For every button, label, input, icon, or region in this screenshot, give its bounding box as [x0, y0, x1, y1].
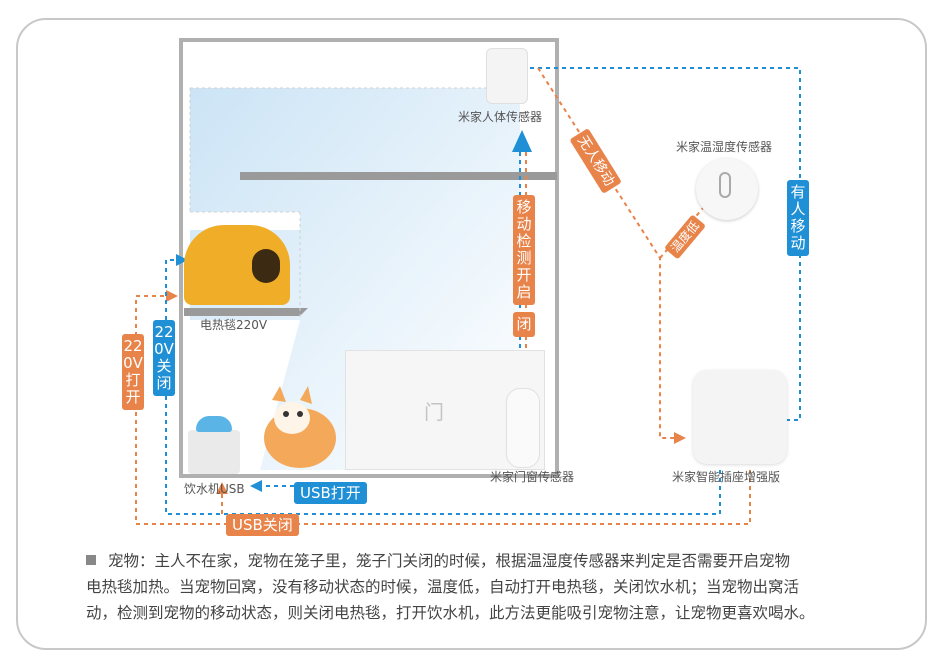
- tag-motion-detect: 移动检测开启: [513, 195, 535, 305]
- description: 宠物：主人不在家，宠物在笼子里，笼子门关闭的时候，根据温湿度传感器来判定是否需要…: [86, 548, 886, 626]
- tag-has-motion: 有人移动: [787, 180, 809, 256]
- door-label: 门: [424, 400, 444, 424]
- temp-sensor-icon: [696, 158, 758, 220]
- tag-usb-on: USB打开: [294, 482, 367, 504]
- fountain-icon: [188, 416, 240, 474]
- tag-close-char: 闭: [513, 312, 535, 337]
- door-sensor-icon: [506, 388, 540, 468]
- cage-shelf-bottom: [184, 308, 308, 316]
- tag-usb-off: USB关闭: [226, 514, 299, 536]
- smart-plug-icon: [693, 370, 787, 464]
- temp-sensor-label: 米家温湿度传感器: [676, 140, 773, 154]
- bullet-icon: [86, 554, 96, 565]
- description-line-3: 动，检测到宠物的移动状态，则关闭电热毯，打开饮水机，此方法更能吸引宠物注意，让宠…: [86, 604, 815, 622]
- smart-plug-label: 米家智能插座增强版: [672, 470, 781, 484]
- tag-220v-on: 220V打开: [122, 334, 144, 410]
- human-sensor-label: 米家人体传感器: [458, 110, 543, 124]
- cat-illustration: [264, 386, 336, 468]
- heater-icon: [184, 225, 290, 305]
- fountain-label: 饮水机USB: [184, 482, 245, 496]
- description-line-2: 电热毯加热。当宠物回窝，没有移动状态的时候，温度低，自动打开电热毯，关闭饮水机；…: [86, 578, 800, 596]
- cage-shelf-top: [240, 172, 557, 180]
- tag-220v-off: 220V关闭: [153, 320, 175, 396]
- door-sensor-label: 米家门窗传感器: [490, 470, 575, 484]
- heater-label: 电热毯220V: [200, 318, 268, 332]
- description-line-1: 宠物：主人不在家，宠物在笼子里，笼子门关闭的时候，根据温湿度传感器来判定是否需要…: [108, 552, 791, 570]
- human-sensor-icon: [486, 48, 528, 104]
